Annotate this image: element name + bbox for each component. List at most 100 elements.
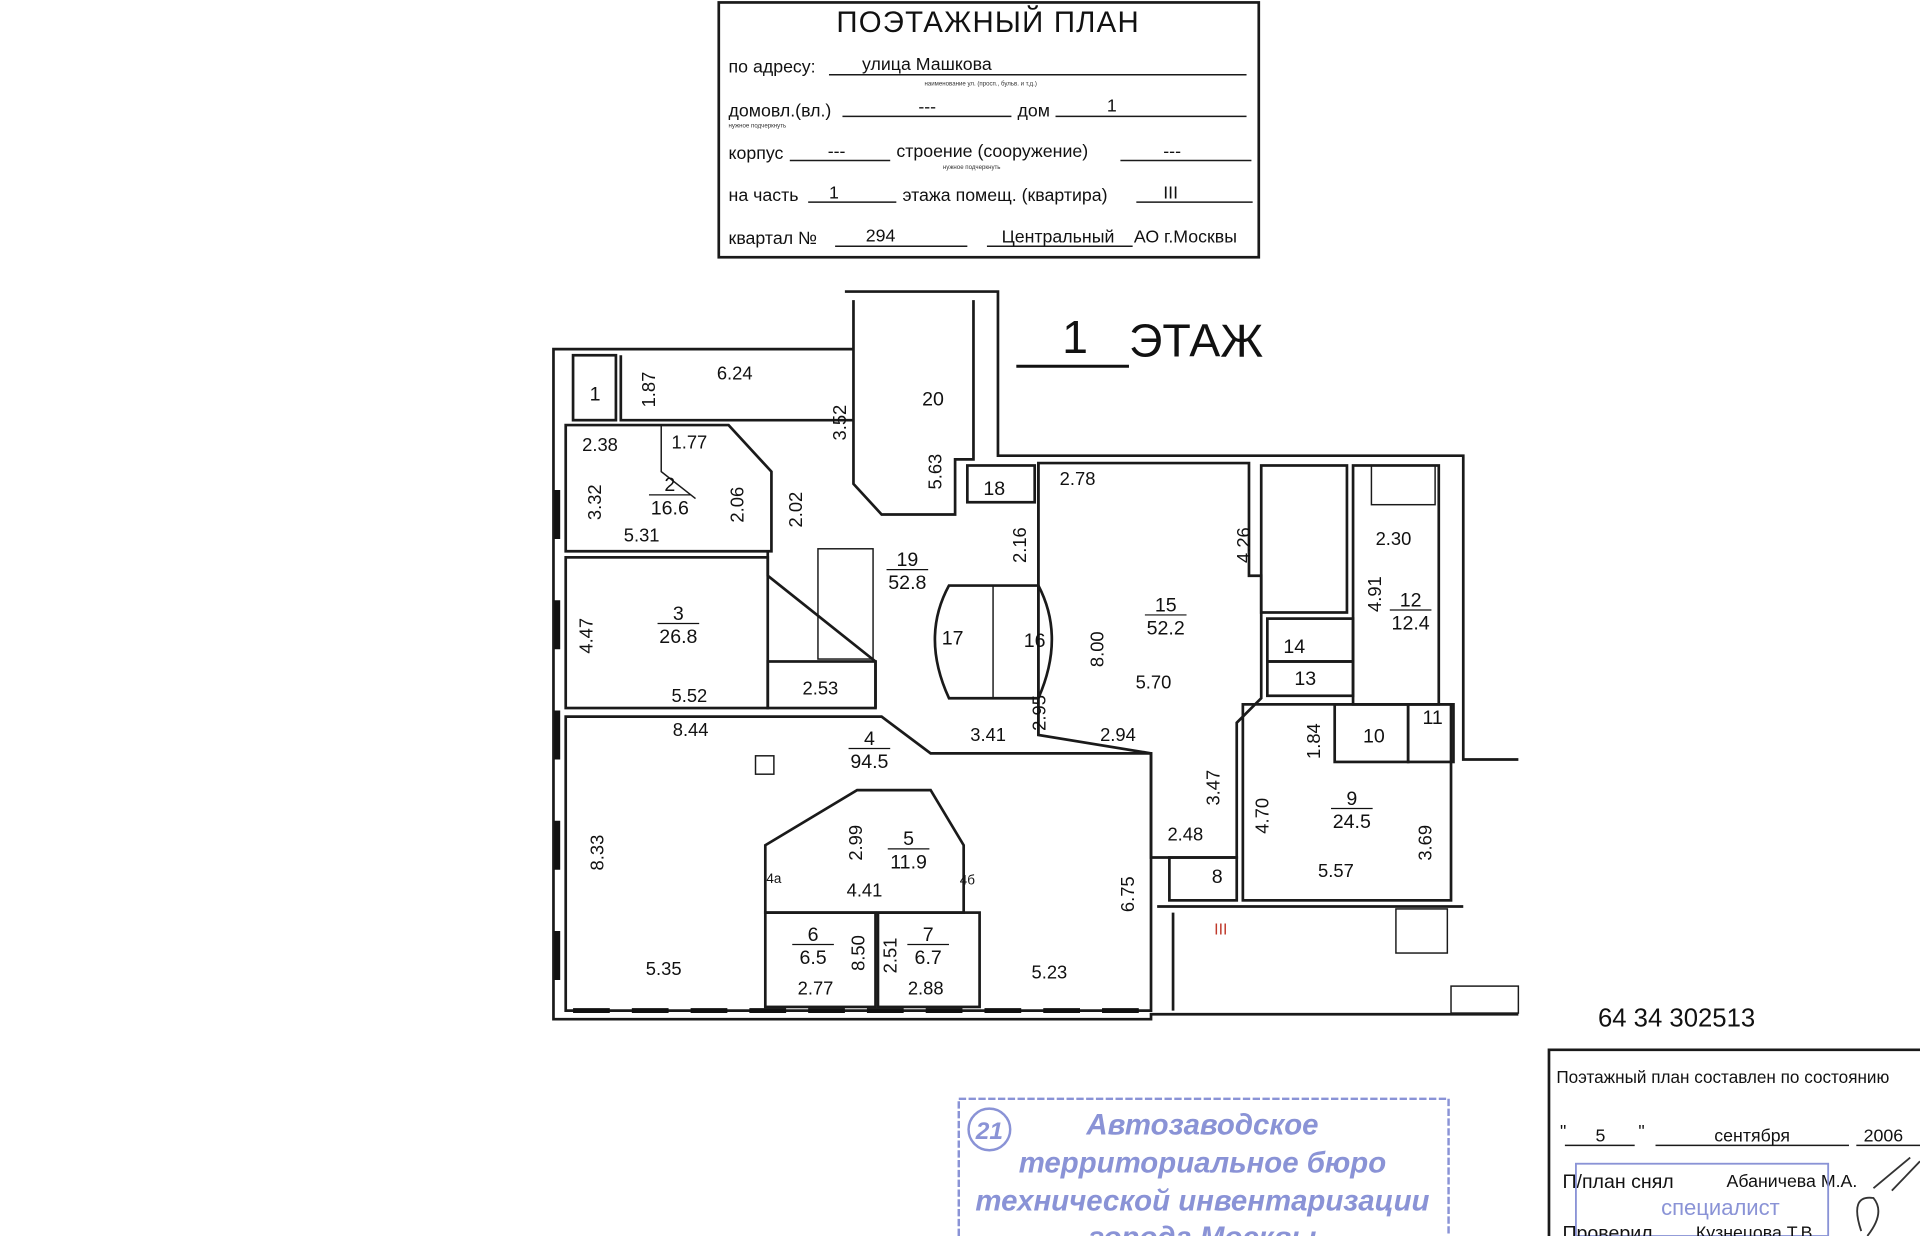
- floor-label: ЭТАЖ: [1129, 314, 1263, 366]
- dimension-label: 4.41: [847, 880, 883, 901]
- dimension-label: 2.88: [908, 978, 944, 999]
- plan-labels: 216.6326.81952.81552.21212.4924.5494.551…: [576, 363, 1443, 999]
- room-number: 7: [923, 924, 934, 946]
- role-stamp: специалист: [1661, 1195, 1780, 1220]
- room-number: 12: [1400, 589, 1422, 611]
- dimension-label: 4.70: [1252, 798, 1273, 834]
- status-month: сентября: [1714, 1126, 1790, 1146]
- address-value: улица Машкова: [862, 54, 992, 74]
- room-area: 24.5: [1333, 811, 1371, 833]
- floor-number: 1: [1062, 311, 1088, 363]
- dimension-label: 4.47: [576, 618, 597, 654]
- dimension-label: 5.23: [1032, 962, 1068, 983]
- stamp-line: Автозаводское: [1085, 1108, 1318, 1141]
- room-number-label: 13: [1294, 668, 1316, 690]
- room-number-label: 10: [1363, 725, 1385, 747]
- signature-2: [1856, 1196, 1880, 1236]
- etazh-label: этажа помещ. (квартира): [902, 185, 1107, 205]
- dimension-label: 1.87: [638, 372, 659, 408]
- room-area: 94.5: [850, 751, 888, 773]
- dimension-label: 8.50: [847, 935, 868, 971]
- dimension-label: 1.77: [672, 431, 708, 452]
- domovl-label: домовл.(вл.): [729, 100, 832, 120]
- kvartal-label: квартал №: [729, 228, 817, 248]
- chast-label: на часть: [729, 185, 799, 205]
- room-area: 6.7: [915, 947, 942, 969]
- stamp-line: территориальное бюро: [1019, 1146, 1386, 1179]
- stroenie-value: ---: [1163, 141, 1181, 161]
- room-number-label: 4а: [766, 871, 781, 886]
- room-area: 12.4: [1392, 613, 1430, 635]
- room-area: 26.8: [659, 626, 697, 648]
- svg-text:": ": [1560, 1121, 1566, 1141]
- plan-number: 64 34 302513: [1598, 1005, 1755, 1033]
- room-area: 6.5: [799, 947, 826, 969]
- header-form: ПОЭТАЖНЫЙ ПЛАН по адресу: улица Машкова …: [717, 1, 1261, 259]
- status-title: Поэтажный план составлен по состоянию: [1556, 1067, 1889, 1087]
- room-number-label: 4б: [960, 872, 975, 887]
- dimension-label: 6.24: [717, 363, 753, 384]
- dom-value: 1: [1107, 95, 1117, 115]
- dimension-label: 3.32: [584, 484, 605, 520]
- room-number-label: 18: [983, 478, 1005, 500]
- room-number-label: 8: [1212, 866, 1223, 888]
- dimension-label: 5.35: [646, 958, 682, 979]
- dom-label: дом: [1018, 100, 1050, 120]
- dimension-label: 3.41: [970, 724, 1006, 745]
- apartment-mark: III: [1214, 922, 1227, 939]
- dimension-label: 5.52: [672, 685, 708, 706]
- dimension-label: 2.78: [1060, 468, 1096, 489]
- dimension-label: 2.06: [726, 487, 747, 523]
- svg-text:": ": [1638, 1121, 1644, 1141]
- stamp-line: города Москвы: [1089, 1221, 1317, 1236]
- room-number: 2: [664, 474, 675, 496]
- dimension-label: 5.70: [1136, 671, 1172, 692]
- checked-label: Проверил: [1562, 1223, 1652, 1236]
- room-area: 52.8: [888, 572, 926, 594]
- signature-1: [1872, 1156, 1920, 1192]
- dimension-label: 2.99: [845, 825, 866, 861]
- room-number: 15: [1155, 594, 1177, 616]
- domovl-hint: нужное подчеркнуть: [729, 122, 787, 129]
- dimension-label: 8.00: [1086, 631, 1107, 667]
- dimension-label: 6.75: [1117, 876, 1138, 912]
- room-area: 11.9: [890, 852, 927, 874]
- korpus-value: ---: [828, 141, 846, 161]
- status-year: 2006: [1864, 1126, 1904, 1146]
- bti-stamp: 21 Автозаводское территориальное бюро те…: [957, 1097, 1450, 1236]
- dimension-label: 2.38: [582, 434, 618, 455]
- room-area: 16.6: [651, 497, 689, 519]
- room-number-label: 20: [922, 388, 944, 410]
- room-area: 52.2: [1147, 618, 1185, 640]
- room-number: 5: [903, 828, 914, 850]
- floor-plan-walls: [552, 290, 1520, 1021]
- dimension-label: 4.26: [1233, 527, 1254, 563]
- address-hint: наименование ул. (просп., бульв. и т.д.): [924, 81, 1036, 88]
- stamp-line: технической инвентаризации: [975, 1184, 1429, 1217]
- dimension-label: 2.94: [1100, 724, 1136, 745]
- city-value: АО г.Москвы: [1134, 227, 1237, 247]
- dimension-label: 2.02: [785, 492, 806, 528]
- status-block: Поэтажный план составлен по состоянию " …: [1547, 1048, 1920, 1236]
- district-value: Центральный: [1002, 227, 1115, 247]
- room-number-label: 16: [1024, 630, 1046, 652]
- drawn-by: Абаничева М.А.: [1727, 1171, 1858, 1191]
- domovl-value: ---: [918, 97, 936, 117]
- dimension-label: 8.33: [587, 835, 608, 871]
- dimension-label: 2.16: [1009, 527, 1030, 563]
- address-label: по адресу:: [729, 56, 816, 76]
- dimension-label: 1.84: [1303, 723, 1324, 759]
- dimension-label: 2.30: [1376, 528, 1412, 549]
- kvartal-value: 294: [866, 225, 896, 245]
- stroenie-label: строение (сооружение): [896, 141, 1088, 161]
- dimension-label: 5.57: [1318, 860, 1354, 881]
- kvartira-value: III: [1163, 182, 1178, 202]
- room-number-label: 1: [590, 384, 601, 406]
- room-number: 9: [1346, 788, 1357, 810]
- status-day: 5: [1596, 1126, 1606, 1146]
- room-number-label: 14: [1283, 636, 1305, 658]
- dimension-label: 8.44: [673, 719, 709, 740]
- room-number-label: 17: [942, 627, 964, 649]
- dimension-label: 3.47: [1203, 770, 1224, 806]
